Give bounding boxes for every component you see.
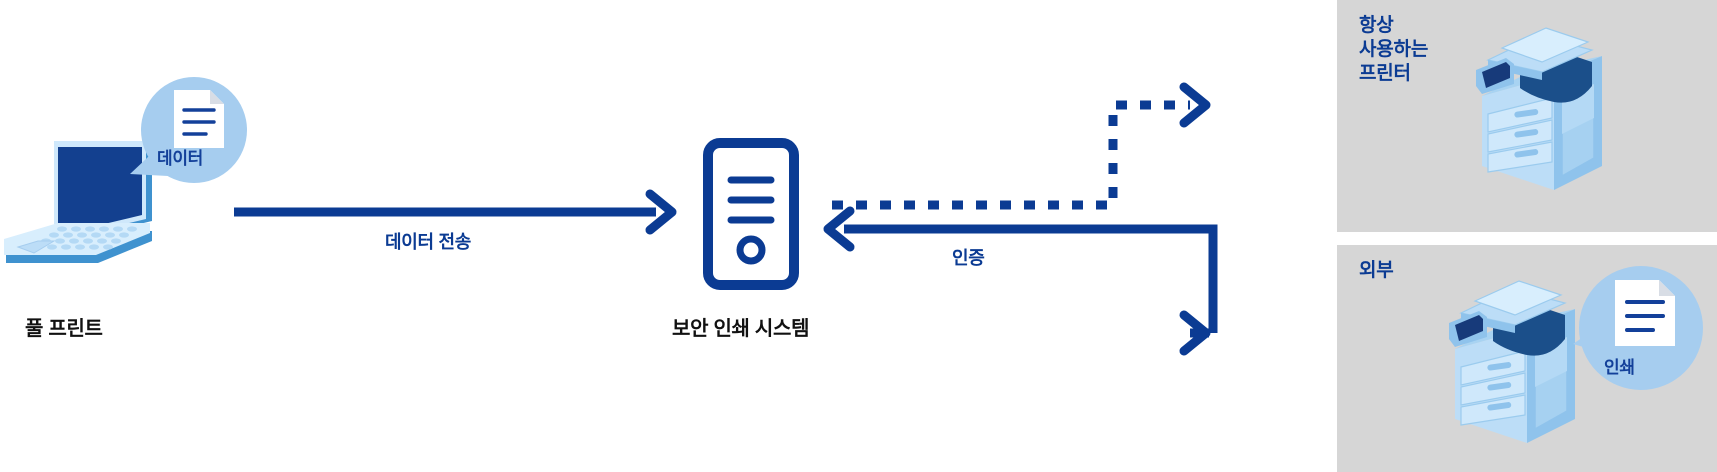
data-bubble-label: 데이터: [157, 149, 204, 168]
multifunction-printer-icon: [1476, 27, 1602, 190]
print-bubble: [1573, 266, 1703, 390]
client-node-caption: 풀 프린트: [25, 318, 103, 340]
data-bubble: [130, 77, 247, 183]
edge-label-authentication: 인증: [952, 248, 985, 268]
multifunction-printer-icon: [1449, 280, 1575, 443]
edge-authentication: [823, 206, 1218, 333]
panel-external-printer: 외부: [1337, 245, 1717, 472]
edge-label-data-transfer: 데이터 전송: [385, 232, 472, 252]
print-bubble-label: 인쇄: [1604, 358, 1635, 377]
panel-default-printer: 항상 사용하는 프린터: [1337, 0, 1717, 232]
edge-release-external-printer: [1179, 310, 1211, 356]
edge-release-default-printer: [832, 82, 1211, 210]
laptop-icon: [4, 141, 152, 263]
server-tower-icon: [703, 138, 799, 290]
server-node-caption: 보안 인쇄 시스템: [672, 318, 810, 340]
panel-default-printer-label: 항상 사용하는 프린터: [1359, 15, 1429, 84]
edge-data-transfer: [234, 189, 677, 235]
panel-external-printer-label: 외부: [1359, 260, 1394, 281]
